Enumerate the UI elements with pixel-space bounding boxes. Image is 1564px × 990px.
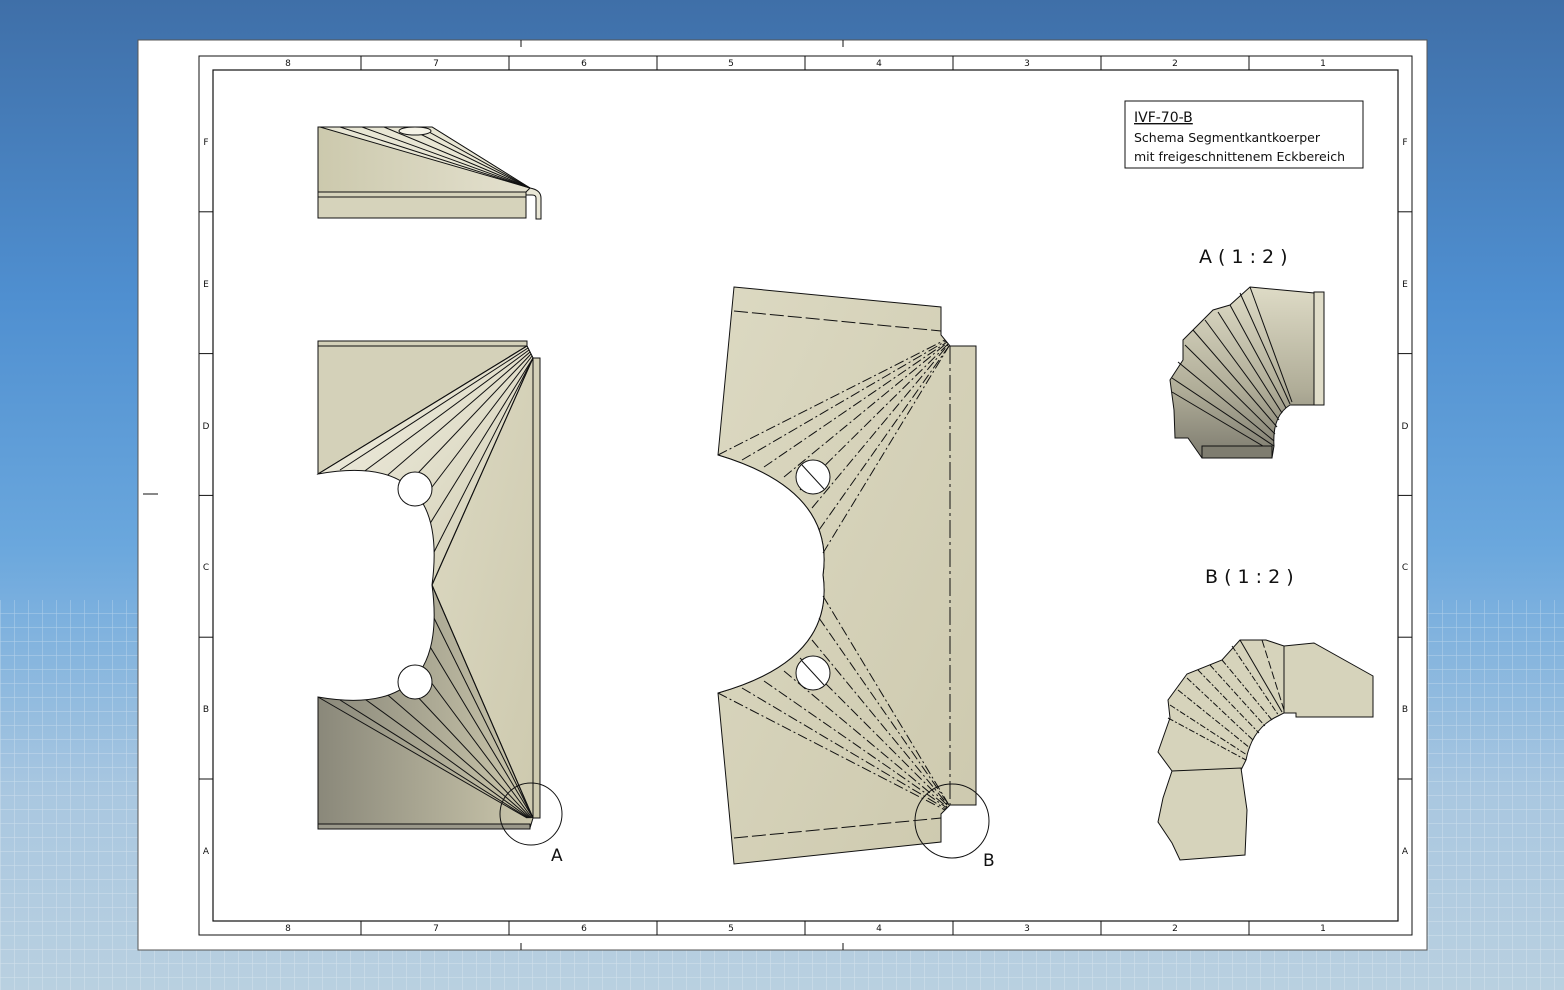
row-label-left: B: [203, 705, 209, 715]
detail-a-circle: [499, 782, 563, 846]
col-label-bottom: 5: [728, 924, 734, 934]
detail-b-marker: B: [983, 851, 995, 871]
detail-b-circle: [914, 783, 990, 859]
col-label-bottom: 1: [1320, 924, 1326, 934]
front-view: [316, 340, 541, 830]
detail-b-view: [1157, 639, 1374, 861]
col-label-top: 1: [1320, 59, 1326, 69]
col-label-top: 8: [285, 59, 291, 69]
row-label-right: A: [1402, 847, 1409, 857]
detail-a-marker: A: [551, 846, 563, 866]
drawing-number: IVF-70-B: [1134, 110, 1193, 126]
col-label-top: 3: [1024, 59, 1030, 69]
col-label-bottom: 3: [1024, 924, 1030, 934]
col-label-bottom: 2: [1172, 924, 1178, 934]
col-label-bottom: 6: [581, 924, 587, 934]
drawing-title-line2: mit freigeschnittenem Eckbereich: [1134, 149, 1345, 164]
row-label-left: C: [203, 563, 209, 573]
flat-pattern-view: [717, 286, 977, 865]
col-label-top: 6: [581, 59, 587, 69]
row-label-right: E: [1402, 280, 1408, 290]
row-label-right: D: [1402, 422, 1409, 432]
col-label-top: 5: [728, 59, 734, 69]
row-label-left: E: [203, 280, 209, 290]
row-label-right: B: [1402, 705, 1408, 715]
col-label-bottom: 7: [433, 924, 439, 934]
row-label-right: F: [1402, 138, 1407, 148]
detail-a-title: A ( 1 : 2 ): [1199, 246, 1288, 268]
col-label-top: 7: [433, 59, 439, 69]
column-zone-ticks: [360, 56, 1250, 935]
col-label-bottom: 4: [876, 924, 882, 934]
top-view: [317, 126, 542, 220]
row-label-left: A: [203, 847, 210, 857]
col-label-bottom: 8: [285, 924, 291, 934]
col-label-top: 2: [1172, 59, 1178, 69]
row-label-left: F: [203, 138, 208, 148]
detail-b-title: B ( 1 : 2 ): [1205, 566, 1294, 588]
col-label-top: 4: [876, 59, 882, 69]
drawing-title-line1: Schema Segmentkantkoerper: [1134, 130, 1321, 145]
title-block: [1124, 100, 1364, 169]
row-zone-ticks: [199, 211, 1412, 780]
row-label-right: C: [1402, 563, 1408, 573]
detail-a-view: [1169, 286, 1325, 459]
row-label-left: D: [203, 422, 210, 432]
